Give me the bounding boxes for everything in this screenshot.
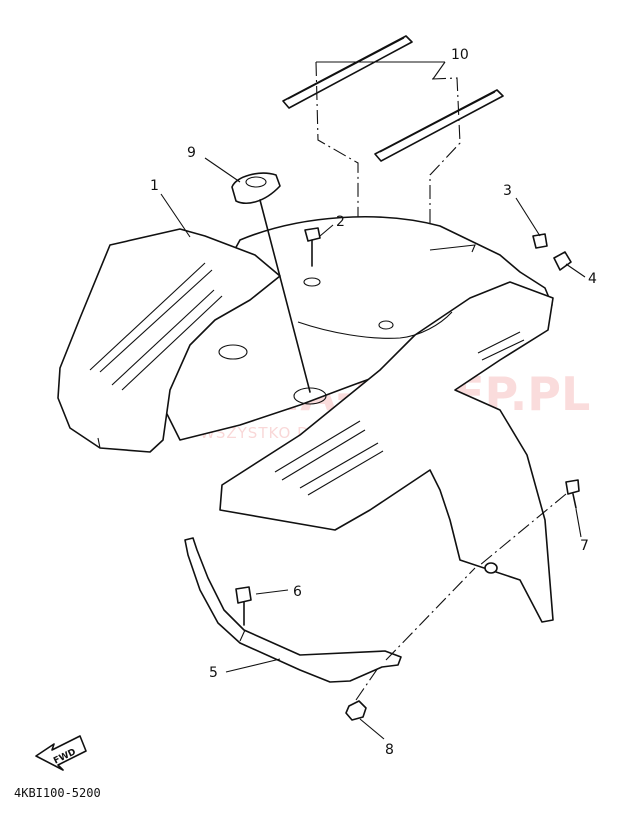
- diagram-code: 4KBI100-5200: [14, 786, 101, 800]
- fwd-arrow-icon: FWD: [35, 735, 87, 771]
- nut-part: [345, 667, 379, 721]
- bracket-bolt-part: [235, 586, 252, 626]
- grommet-part: [532, 233, 548, 249]
- callout-leaders: [160, 61, 586, 740]
- bolt-part: [304, 227, 321, 267]
- callout-4: 4: [588, 271, 597, 287]
- clip-part: [553, 251, 572, 271]
- rear-fender: [57, 216, 554, 623]
- callout-1: 1: [150, 178, 159, 194]
- stay-bracket: [184, 537, 476, 683]
- mud-flap-strips: [282, 35, 504, 280]
- callout-2: 2: [336, 214, 345, 230]
- side-bolt-part: [479, 479, 580, 574]
- callout-3: 3: [503, 183, 512, 199]
- callout-5: 5: [209, 665, 218, 681]
- callout-10: 10: [451, 47, 469, 63]
- callout-9: 9: [187, 145, 196, 161]
- callout-labels: 1 2 3 4 5 6 7 8 9 10: [150, 47, 597, 758]
- callout-6: 6: [293, 584, 302, 600]
- fuel-cap-part: [231, 172, 311, 393]
- callout-7: 7: [580, 538, 589, 554]
- callout-8: 8: [385, 742, 394, 758]
